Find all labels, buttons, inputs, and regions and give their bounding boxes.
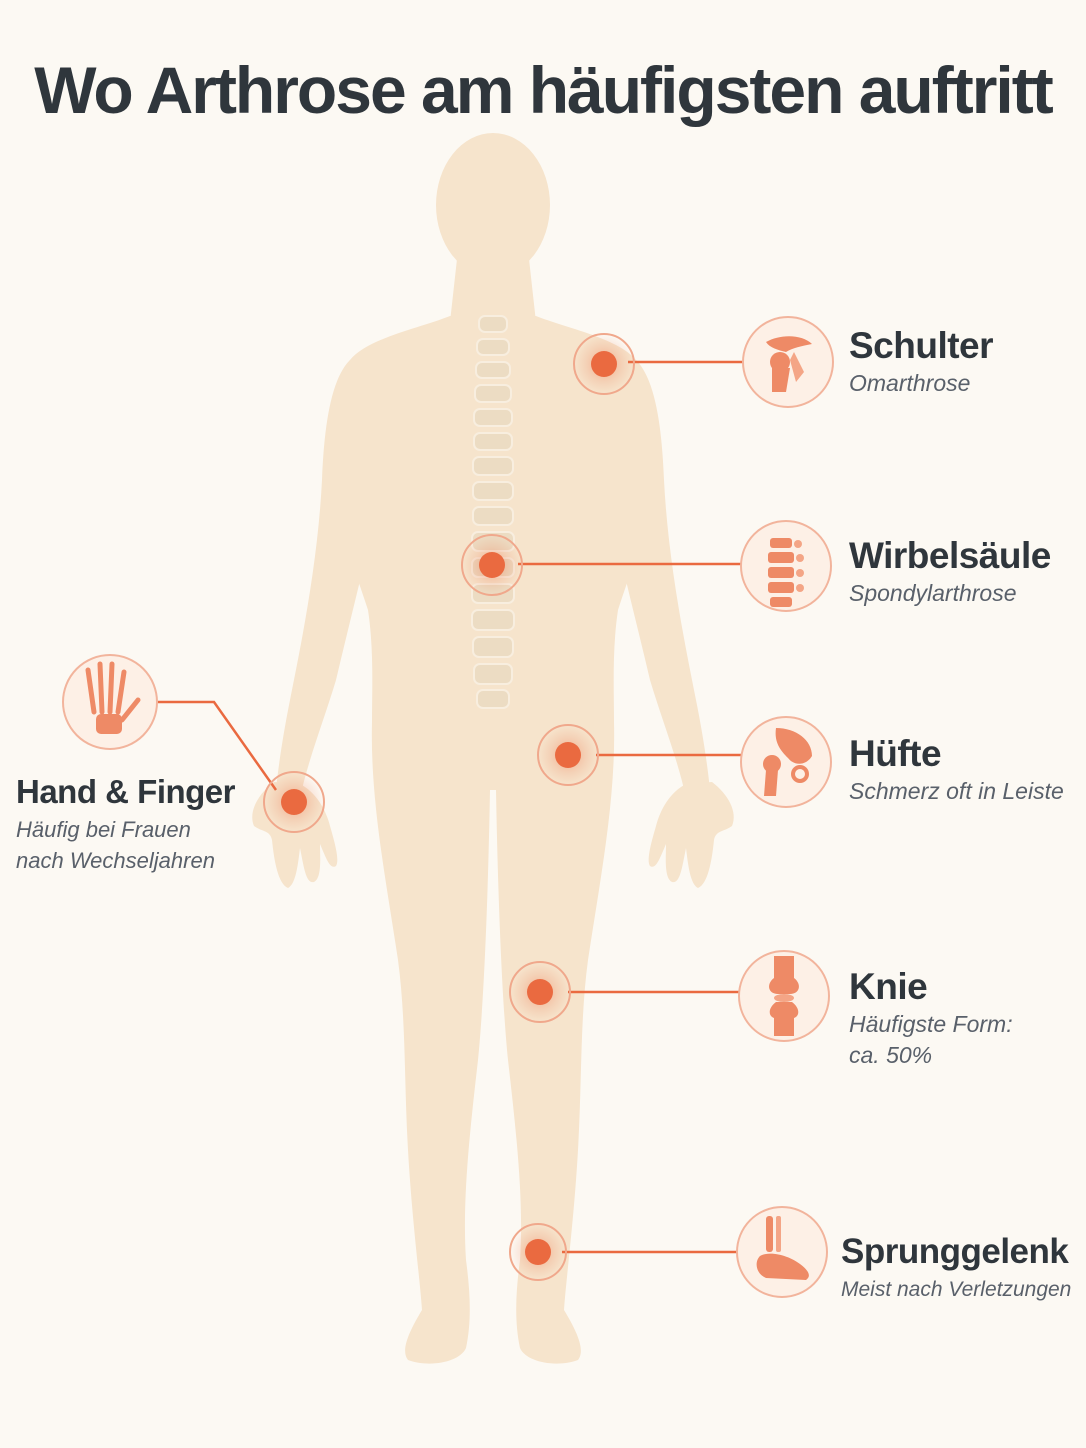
shoulder-name: Schulter xyxy=(849,325,994,366)
shoulder-joint-icon xyxy=(742,316,834,408)
hotspot-hand xyxy=(263,771,325,833)
spine-column xyxy=(471,315,515,709)
label-spine: Wirbelsäule Spondylarthrose xyxy=(849,534,1051,609)
spine-name: Wirbelsäule xyxy=(849,535,1051,576)
label-hand: Hand & Finger Häufig bei Frauen nach Wec… xyxy=(16,770,236,876)
hip-joint-icon xyxy=(740,716,832,808)
ankle-foot-icon xyxy=(736,1206,828,1298)
label-knee: Knie Häufigste Form: ca. 50% xyxy=(849,965,1013,1071)
knee-subtitle: Häufigste Form: ca. 50% xyxy=(849,1011,1013,1068)
hand-connector xyxy=(158,700,278,791)
hip-name: Hüfte xyxy=(849,733,942,774)
hand-subtitle: Häufig bei Frauen nach Wechseljahren xyxy=(16,817,215,873)
hotspot-shoulder xyxy=(573,333,635,395)
hand-bones-icon xyxy=(62,654,158,750)
hotspot-spine xyxy=(461,534,523,596)
hand-name: Hand & Finger xyxy=(16,773,236,810)
page-title: Wo Arthrose am häufigsten auftritt xyxy=(34,53,1053,127)
hotspot-knee xyxy=(509,961,571,1023)
ankle-name: Sprunggelenk xyxy=(841,1232,1069,1271)
spine-vertebrae-icon xyxy=(740,520,832,612)
knee-name: Knie xyxy=(849,966,928,1007)
knee-joint-icon xyxy=(738,950,830,1042)
shoulder-subtitle: Omarthrose xyxy=(849,370,971,396)
spine-subtitle: Spondylarthrose xyxy=(849,580,1017,606)
hotspot-ankle xyxy=(509,1223,567,1281)
hip-subtitle: Schmerz oft in Leiste xyxy=(849,778,1064,804)
label-ankle: Sprunggelenk Meist nach Verletzungen xyxy=(841,1230,1071,1305)
label-shoulder: Schulter Omarthrose xyxy=(849,324,994,399)
hotspot-hip xyxy=(537,724,599,786)
ankle-subtitle: Meist nach Verletzungen xyxy=(841,1278,1072,1301)
label-hip: Hüfte Schmerz oft in Leiste xyxy=(849,732,1064,807)
